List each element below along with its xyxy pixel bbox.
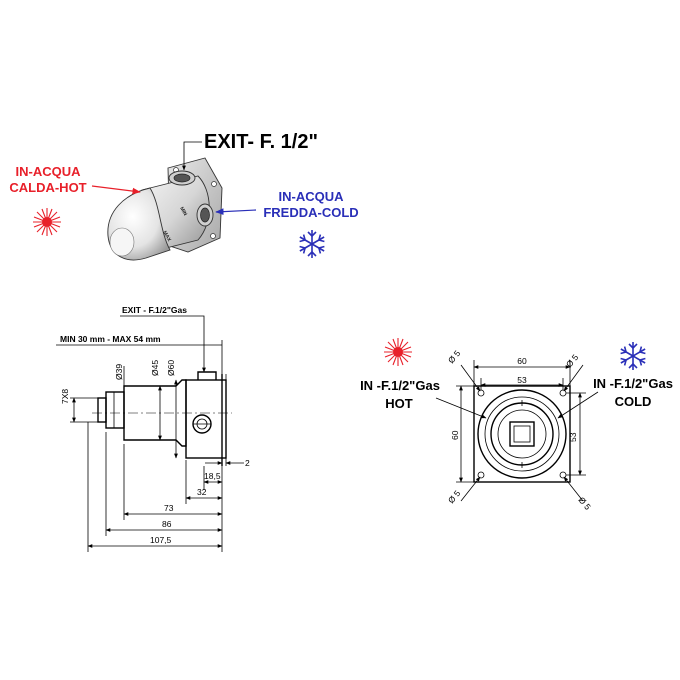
front-hot-line1: IN -F.1/2"Gas: [360, 378, 440, 393]
sun-icon: [33, 208, 61, 236]
dim-spindle: 7X8: [60, 389, 70, 404]
dim-86: 86: [162, 519, 172, 529]
dim-2: 2: [245, 458, 250, 468]
cold-label-line1: IN-ACQUA: [279, 189, 345, 204]
dim-107-5: 107,5: [150, 535, 172, 545]
side-exit-label: EXIT - F.1/2"Gas: [122, 305, 187, 315]
hole-dia-bl: Ø 5: [446, 488, 463, 505]
dim-32: 32: [197, 487, 207, 497]
hot-arrow: [91, 185, 141, 195]
side-view: [92, 371, 232, 466]
front-view: [473, 385, 571, 483]
snowflake-icon: [618, 341, 648, 371]
hole-dia-tl: Ø 5: [446, 348, 463, 365]
body-mark-max: MAX: [161, 230, 172, 243]
dim-18-5: 18,5: [204, 471, 221, 481]
hole-dia-br: Ø 5: [576, 495, 593, 512]
body-mark-min: MIN: [178, 206, 188, 217]
dim-height-outer: 60: [450, 430, 460, 440]
exit-label-top: EXIT- F. 1/2": [204, 131, 318, 153]
dim-width-inner: 53: [517, 375, 527, 385]
dim-d60: Ø60: [166, 360, 176, 376]
dim-height-inner: 53: [568, 432, 578, 442]
sun-icon: [384, 338, 412, 366]
front-cold-line2: COLD: [615, 394, 652, 409]
cold-label-line2: FREDDA-COLD: [263, 205, 358, 220]
exit-leader: [182, 141, 202, 171]
front-hot-line2: HOT: [385, 396, 413, 411]
side-exit-leader: [120, 315, 206, 373]
product-illustration: MAX MIN: [107, 157, 223, 261]
hot-label-line1: IN-ACQUA: [16, 164, 82, 179]
hot-label-line2: CALDA-HOT: [9, 180, 86, 195]
snowflake-icon: [297, 230, 327, 259]
dim-73: 73: [164, 503, 174, 513]
install-range-label: MIN 30 mm - MAX 54 mm: [60, 334, 161, 344]
cold-arrow: [215, 208, 257, 215]
dim-width-outer: 60: [517, 356, 527, 366]
dim-d39: Ø39: [114, 364, 124, 380]
front-cold-line1: IN -F.1/2"Gas: [593, 376, 673, 391]
dim-d45: Ø45: [150, 360, 160, 376]
